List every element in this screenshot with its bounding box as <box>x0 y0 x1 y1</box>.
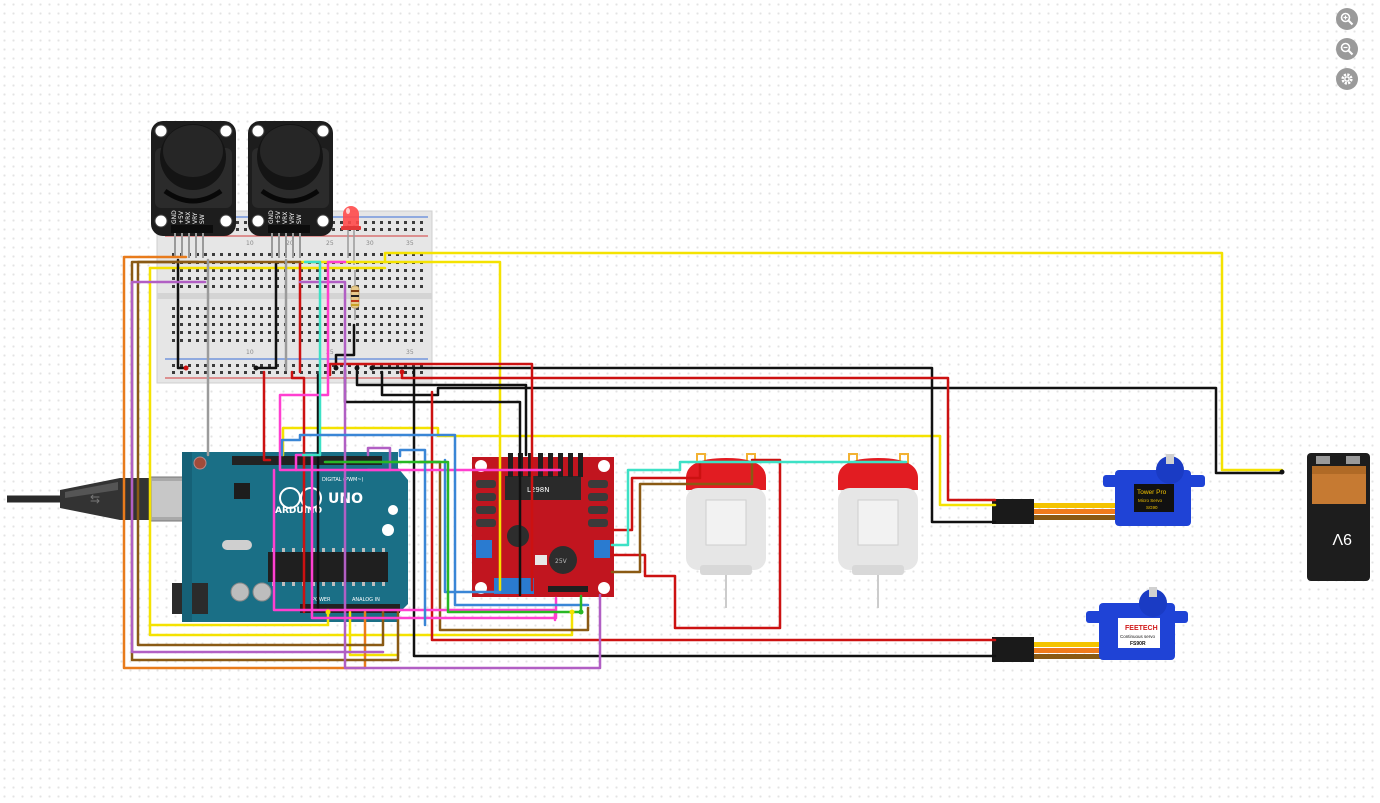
joystick2-pin-label-vry: VRY <box>289 212 296 224</box>
svg-text:25: 25 <box>326 240 334 247</box>
wire-red-bb[interactable] <box>290 370 306 614</box>
resistor[interactable] <box>350 270 360 320</box>
wire-red-drv[interactable] <box>328 362 534 592</box>
wire-joints <box>183 365 1285 615</box>
arduino-digital-label: DIGITAL (PWM~) <box>322 477 364 483</box>
arduino-analog-label: ANALOG IN <box>352 597 380 603</box>
wire-red-servo2[interactable] <box>430 390 997 642</box>
wire-cyan-motor[interactable] <box>610 460 908 547</box>
wire-black-joy1[interactable] <box>176 258 188 370</box>
wire-black-drv2[interactable] <box>355 366 528 457</box>
svg-text:10: 10 <box>246 240 254 247</box>
servo1-model-label: Micro Servo <box>1138 498 1163 503</box>
wire-black-servo-main[interactable] <box>370 366 997 524</box>
wire-pink-3[interactable] <box>294 453 558 620</box>
joystick1-pin-label-vry: VRY <box>192 212 199 224</box>
zoom-out-icon <box>1340 42 1354 56</box>
battery-label: 9V <box>1332 530 1352 547</box>
joystick2-pin-label-sw: SW <box>296 214 303 224</box>
wire-black-battery[interactable] <box>380 370 1284 475</box>
usb-cable[interactable]: ⇆ <box>7 476 209 522</box>
joystick1-pin-label-sw: SW <box>199 214 206 224</box>
dc-motor-2[interactable] <box>838 453 918 608</box>
red-led[interactable] <box>341 206 361 265</box>
joystick2-pin-label-vrx: VRX <box>282 212 289 224</box>
servo2-part-label: FS90R <box>1130 641 1146 647</box>
wire-purple-1[interactable] <box>130 280 385 654</box>
wire-red-motor1[interactable] <box>610 458 782 630</box>
breadboard[interactable]: 10 20 25 30 35 10 25 35 <box>156 210 433 384</box>
joystick-module-1[interactable]: GND +5V VRX VRY SW <box>151 121 236 258</box>
servo1-part-label: SG90 <box>1146 505 1158 510</box>
svg-text:25V: 25V <box>555 558 568 565</box>
wire-cyan[interactable] <box>301 260 322 457</box>
arduino-brand-label: ARDUINO <box>275 506 323 516</box>
arduino-power-label: POWER <box>312 597 331 603</box>
wire-brown-2[interactable] <box>130 260 400 662</box>
servo2-brand-label: FEETECH <box>1125 625 1158 632</box>
wire-green[interactable] <box>323 460 583 614</box>
gear-icon <box>1340 72 1354 86</box>
joystick-module-2[interactable]: GND +5V VRX VRY SW <box>248 121 333 258</box>
svg-text:35: 35 <box>406 349 414 356</box>
joystick2-pin-label-gnd: GND <box>268 210 275 224</box>
servo-sg90[interactable]: Tower Pro Micro Servo SG90 <box>992 454 1205 526</box>
zoom-in-icon <box>1340 12 1354 26</box>
battery-9v[interactable]: 9V <box>1307 453 1370 581</box>
wire-blue-2[interactable] <box>398 448 427 627</box>
svg-text:20: 20 <box>286 240 294 247</box>
dc-motor-1[interactable] <box>686 453 766 608</box>
wire-red-5v[interactable] <box>262 370 272 462</box>
wire-purple-2[interactable] <box>298 280 602 670</box>
usb-icon: ⇆ <box>90 492 100 506</box>
wire-yellow-long[interactable] <box>383 251 1284 472</box>
wire-yellow-loop[interactable] <box>148 266 574 637</box>
servo-fs90r[interactable]: FEETECH Continuous servo FS90R <box>992 587 1188 662</box>
servo2-caption-label: Continuous servo <box>1120 634 1156 639</box>
l298n-motor-driver[interactable]: L298N 25V <box>472 453 614 597</box>
arduino-uno[interactable]: ARDUINO UNO DIGITAL (PWM~) POWER ANALOG … <box>172 452 408 622</box>
wire-blue-3[interactable] <box>443 458 502 594</box>
wire-black-drv[interactable] <box>412 366 997 658</box>
svg-text:35: 35 <box>406 240 414 247</box>
wires <box>122 251 1284 670</box>
wire-orange[interactable] <box>122 255 367 670</box>
canvas-toolbar <box>1336 8 1358 98</box>
svg-text:30: 30 <box>366 240 374 247</box>
wire-yellow-a0[interactable] <box>148 610 330 627</box>
svg-text:25: 25 <box>326 349 334 356</box>
wire-red-motor1b[interactable] <box>610 460 702 532</box>
zoom-in-button[interactable] <box>1336 8 1358 30</box>
wire-red-motor[interactable] <box>400 370 997 502</box>
wire-brown-motor[interactable] <box>610 460 754 574</box>
wire-yellow-bb[interactable] <box>298 260 502 592</box>
servo1-brand-label: Tower Pro <box>1137 489 1167 496</box>
driver-chip-label: L298N <box>527 486 550 494</box>
joystick1-pin-label-gnd: GND <box>171 210 178 224</box>
zoom-out-button[interactable] <box>1336 38 1358 60</box>
wire-blue[interactable] <box>280 433 590 607</box>
wire-black-joy2[interactable] <box>254 260 278 370</box>
settings-button[interactable] <box>1336 68 1358 90</box>
joystick1-pin-label-vrx: VRX <box>185 212 192 224</box>
joystick2-pin-label-5v: +5V <box>275 210 282 224</box>
svg-text:10: 10 <box>246 349 254 356</box>
wire-pink[interactable] <box>278 260 562 472</box>
wire-yellow-join[interactable] <box>348 610 400 657</box>
joystick1-pin-label-5v: +5V <box>178 210 185 224</box>
